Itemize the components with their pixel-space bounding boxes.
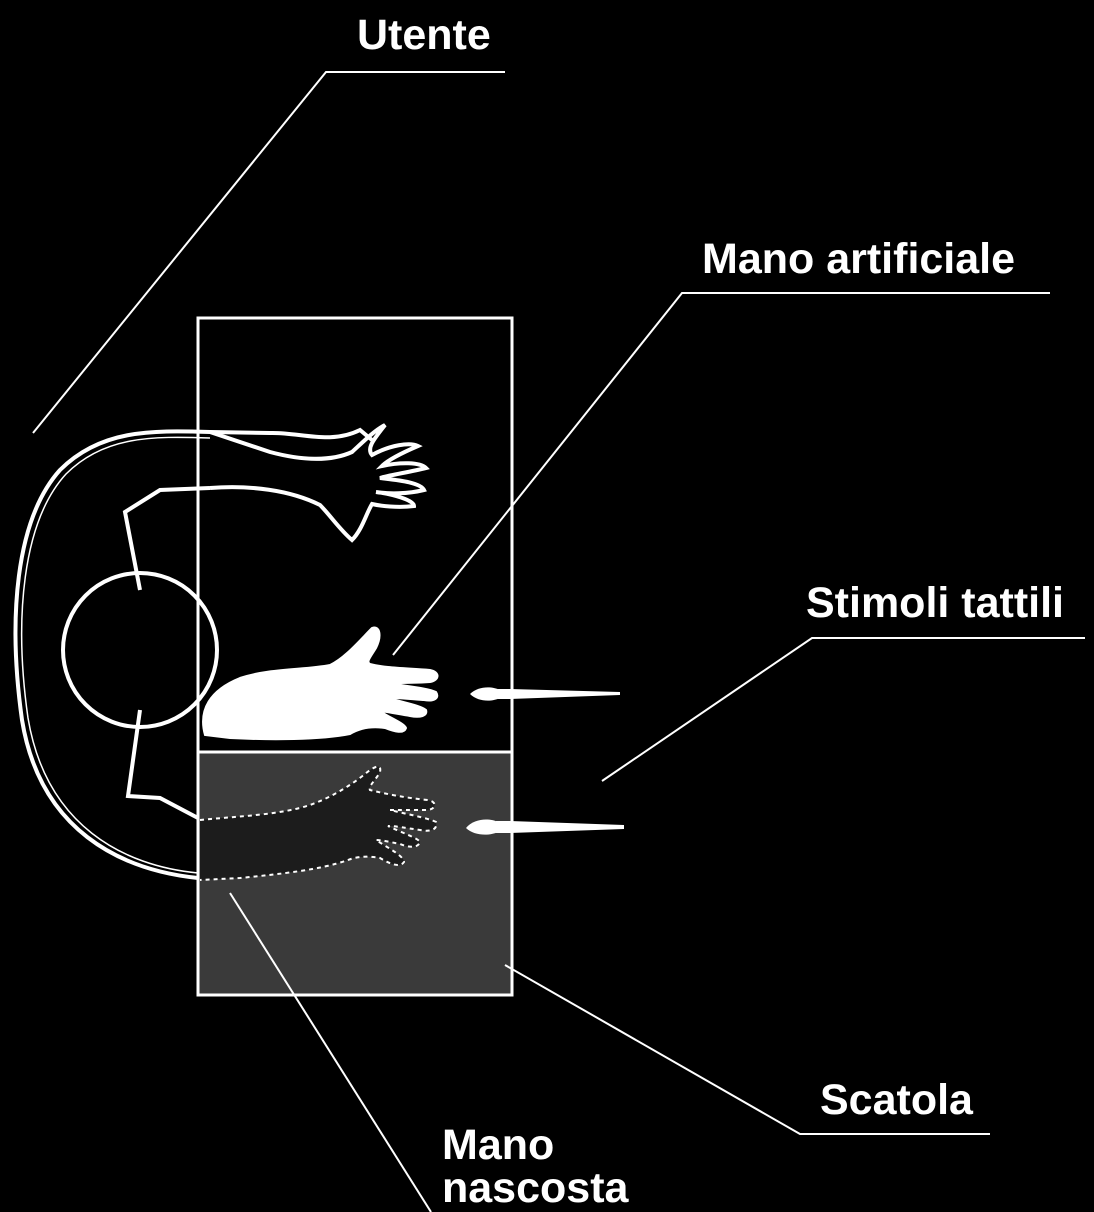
user-upper-arm [210,425,426,540]
label-mano-nascosta: Mano nascosta [442,1124,628,1210]
leader-stimoli-tattili [602,638,1085,781]
label-utente: Utente [357,14,491,57]
brush-lower [466,820,624,835]
label-mano-artificiale: Mano artificiale [702,238,1015,281]
brush-upper [470,687,620,700]
label-stimoli-tattili: Stimoli tattili [806,582,1064,625]
label-mano-nascosta-line1: Mano [442,1124,628,1167]
leader-utente [33,72,505,433]
user-head [63,573,217,727]
label-scatola: Scatola [820,1079,973,1122]
label-mano-nascosta-line2: nascosta [442,1167,628,1210]
